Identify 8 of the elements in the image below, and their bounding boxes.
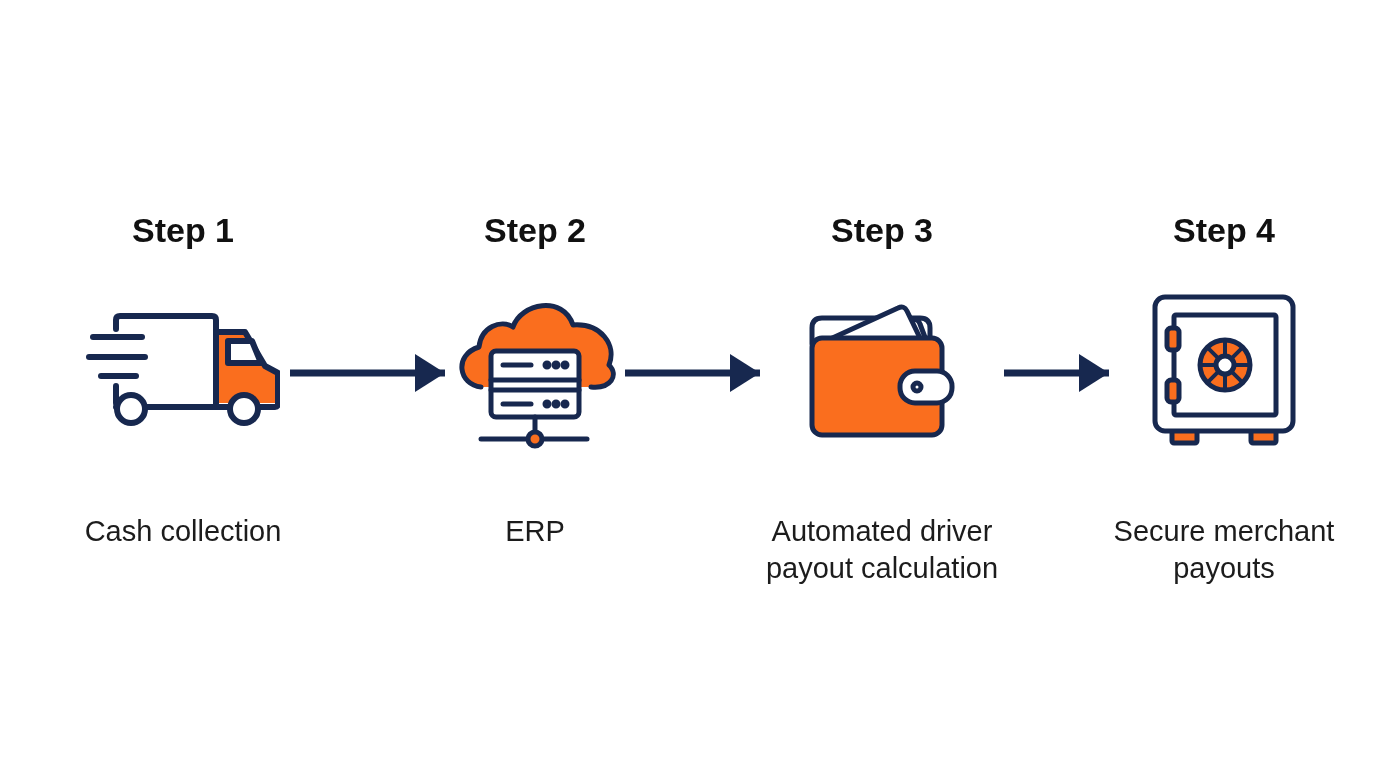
- step-caption: Cash collection: [84, 514, 282, 549]
- step-caption: Automated driver payout calculation: [764, 514, 1000, 586]
- step-heading: Step 3: [830, 210, 933, 251]
- step-heading: Step 2: [483, 210, 586, 251]
- step-caption: ERP: [505, 514, 565, 549]
- step-heading: Step 4: [1172, 210, 1275, 251]
- step-heading: Step 1: [131, 210, 234, 251]
- step-caption: Secure merchant payouts: [1112, 514, 1336, 586]
